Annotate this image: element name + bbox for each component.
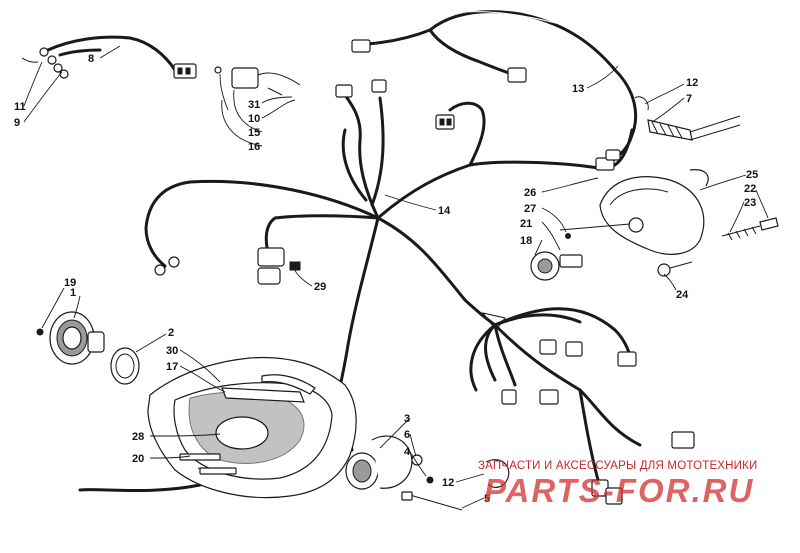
- connector-29: [154, 247, 301, 285]
- callout-4: 4: [404, 446, 411, 458]
- callout-28: 28: [132, 431, 144, 443]
- callout-6: 6: [404, 429, 410, 441]
- callout-10: 10: [248, 113, 260, 125]
- callouts: 1 2 3 4 5 6 7 8 9 10 11 12 12 13 14 15 1…: [14, 53, 758, 505]
- upper-harness: [366, 10, 638, 167]
- callout-13: 13: [572, 83, 584, 95]
- callout-16: 16: [248, 141, 260, 153]
- harness-connectors: [214, 39, 621, 171]
- callout-7: 7: [686, 93, 692, 105]
- lower-right-harness: [469, 307, 695, 505]
- watermark-brand: PARTS-FOR.RU: [484, 472, 754, 509]
- callout-24: 24: [676, 289, 689, 301]
- callout-8: 8: [88, 53, 94, 65]
- callout-25: 25: [746, 169, 758, 181]
- callout-31: 31: [248, 99, 260, 111]
- callout-18: 18: [520, 235, 532, 247]
- callout-27: 27: [524, 203, 536, 215]
- callout-12-bottom: 12: [442, 477, 454, 489]
- callout-19: 19: [64, 277, 76, 289]
- callout-15: 15: [248, 127, 260, 139]
- callout-14: 14: [438, 205, 451, 217]
- left-upper-harness: [21, 35, 197, 79]
- dash-cowl-panel: [147, 356, 357, 499]
- callout-11: 11: [14, 101, 26, 113]
- watermark-tagline: ЗАПЧАСТИ И АКСЕССУАРЫ ДЛЯ МОТОТЕХНИКИ: [478, 460, 758, 472]
- callout-2: 2: [168, 327, 174, 339]
- callout-17: 17: [166, 361, 178, 373]
- headlight-assembly: [530, 169, 779, 281]
- callout-3: 3: [404, 413, 410, 425]
- callout-20: 20: [132, 453, 144, 465]
- callout-22: 22: [744, 183, 756, 195]
- callout-29: 29: [314, 281, 326, 293]
- callout-23: 23: [744, 197, 756, 209]
- callout-30: 30: [166, 345, 178, 357]
- leader-lines: [23, 45, 769, 509]
- callout-12-top: 12: [686, 77, 698, 89]
- callout-5: 5: [484, 493, 490, 505]
- throttle-cable: [634, 96, 741, 141]
- callout-9: 9: [14, 117, 20, 129]
- gauge-and-ring: [36, 311, 140, 385]
- callout-21: 21: [520, 218, 532, 230]
- callout-26: 26: [524, 187, 536, 199]
- watermark: ЗАПЧАСТИ И АКСЕССУАРЫ ДЛЯ МОТОТЕХНИКИ PA…: [478, 460, 758, 509]
- switch-assembly: [345, 435, 510, 511]
- callout-1: 1: [70, 287, 76, 299]
